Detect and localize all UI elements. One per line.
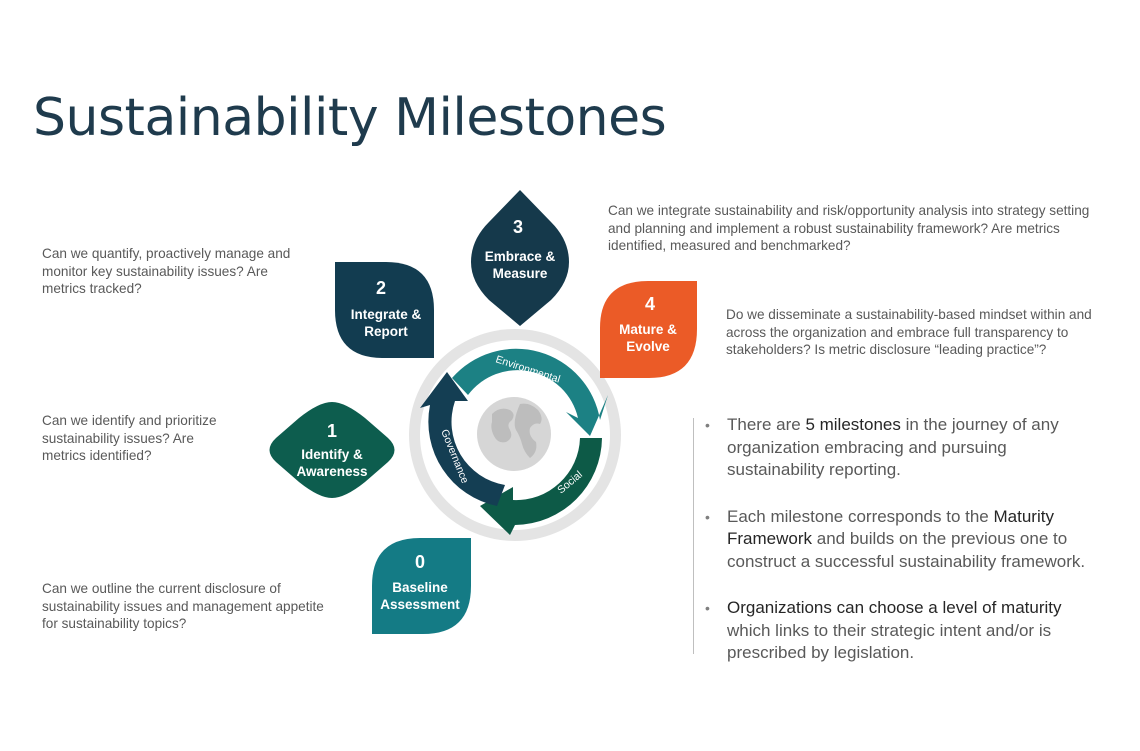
milestone-0-shape: 0 Baseline Assessment — [372, 538, 471, 634]
milestone-1-shape: 1 Identify & Awareness — [269, 402, 395, 498]
svg-text:2: 2 — [376, 278, 386, 298]
svg-text:Report: Report — [364, 324, 408, 339]
svg-text:Identify &: Identify & — [301, 447, 363, 462]
svg-text:Mature &: Mature & — [619, 322, 677, 337]
environmental-arrow — [452, 348, 608, 436]
summary-bullets: There are 5 milestones in the journey of… — [705, 414, 1125, 689]
question-milestone-3: Can we integrate sustainability and risk… — [608, 203, 1090, 253]
milestone-4-shape: 4 Mature & Evolve — [600, 281, 697, 378]
social-arrow — [480, 438, 602, 535]
svg-text:Baseline: Baseline — [392, 580, 448, 595]
bullet-item: Organizations can choose a level of matu… — [705, 597, 1125, 665]
svg-text:Embrace &: Embrace & — [485, 249, 556, 264]
page-title: Sustainability Milestones — [33, 88, 667, 148]
question-milestone-1: Can we identify and prioritize sustainab… — [42, 413, 217, 463]
svg-text:3: 3 — [513, 217, 523, 237]
globe-icon — [477, 397, 551, 471]
question-milestone-0: Can we outline the current disclosure of… — [42, 581, 324, 631]
bullets-divider — [693, 418, 694, 654]
svg-text:1: 1 — [327, 421, 337, 441]
question-milestone-2: Can we quantify, proactively manage and … — [42, 246, 291, 296]
milestone-2-shape: 2 Integrate & Report — [335, 262, 434, 358]
governance-arrow — [420, 372, 505, 506]
svg-text:4: 4 — [645, 294, 655, 314]
bullet-item: There are 5 milestones in the journey of… — [705, 414, 1125, 482]
svg-text:0: 0 — [415, 552, 425, 572]
svg-text:Evolve: Evolve — [626, 339, 670, 354]
svg-text:Measure: Measure — [493, 266, 548, 281]
question-milestone-4: Do we disseminate a sustainability-based… — [726, 307, 1092, 357]
bullet-item: Each milestone corresponds to the Maturi… — [705, 506, 1125, 574]
svg-text:Awareness: Awareness — [296, 464, 367, 479]
svg-text:Assessment: Assessment — [380, 597, 460, 612]
svg-text:Integrate &: Integrate & — [351, 307, 422, 322]
milestone-3-shape: 3 Embrace & Measure — [471, 190, 569, 326]
